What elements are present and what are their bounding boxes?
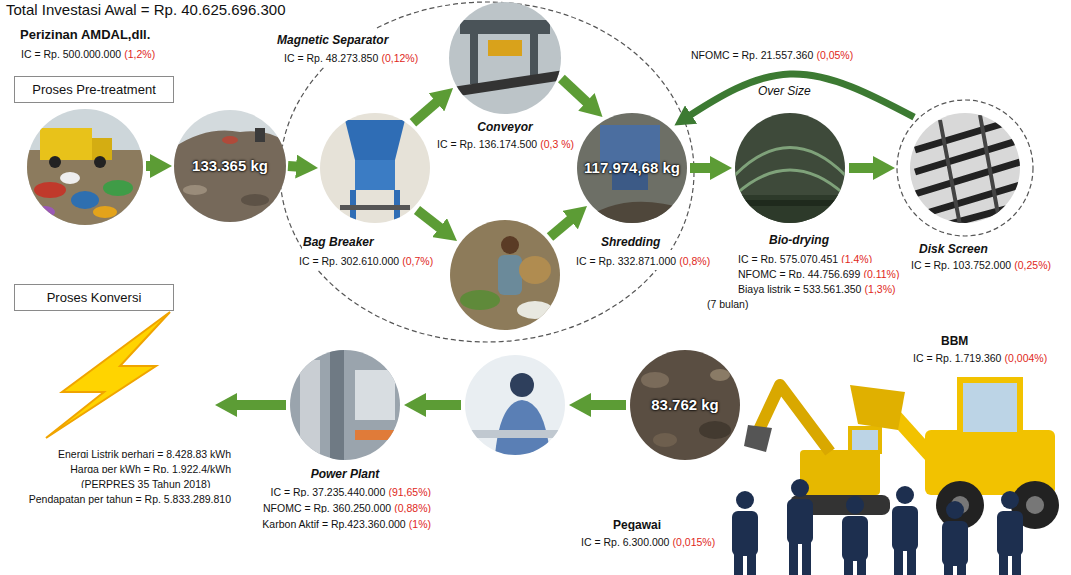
process-circle: 83.762 kg (630, 350, 740, 460)
flow-arrow (849, 163, 895, 173)
loader-figure (850, 380, 1059, 529)
cost-text: IC = Rp. 302.610.000 (299, 255, 399, 267)
text-line: IC = Rp. 302.610.000(0,7%) (298, 250, 434, 270)
flow-arrow (674, 74, 914, 126)
stage-box: Proses Konversi (14, 284, 174, 311)
cost-text: IC = Rp. 136.174.500 (437, 138, 537, 150)
cost-share: (0,015%) (673, 536, 716, 548)
text-line: Perizinan AMDAL,dll. (19, 24, 151, 44)
stage-box: Proses Pre-treatment (14, 76, 174, 103)
text-line: IC = Rp. 500.000.000(1,2%) (20, 43, 156, 63)
text-line: IC = Rp. 48.273.850(0,12%) (283, 47, 419, 67)
residue-photo (628, 348, 742, 462)
text-line: NFOMC = Rp. 21.557.360(0,05%) (690, 44, 854, 64)
process-circle: Bio-dryingIC = Rp. 575.070.451(1,4%)NFOM… (735, 113, 845, 223)
text-line: Bag Breaker (302, 231, 375, 251)
bag-breaker-photo (318, 111, 432, 225)
step-title: Bio-drying (769, 233, 829, 247)
waste-pile-photo (170, 106, 290, 226)
cost-share: (0,7%) (402, 255, 433, 267)
disk-screen-photo (908, 111, 1022, 228)
note-title: Pegawai (613, 518, 661, 532)
cost-text: IC = Rp. 332.871.000 (576, 255, 676, 267)
step-title: Power Plant (311, 467, 380, 481)
mass-value: 83.762 kg (651, 396, 719, 413)
text-line: Shredding (600, 231, 661, 251)
text-line: Bio-drying (768, 229, 830, 249)
step-title: Magnetic Separator (277, 33, 388, 47)
process-circle: Bag BreakerIC = Rp. 302.610.000(0,7%) (320, 113, 430, 223)
cost-share: (1%) (409, 518, 431, 530)
cost-text: IC = Rp. 103.752.000 (911, 259, 1011, 271)
step-title: Conveyor (477, 120, 532, 134)
flow-arrow (690, 163, 732, 173)
cost-share: (1,3%) (865, 283, 896, 295)
cost-share: (0,3 %) (540, 138, 574, 150)
cost-text: NFOMC = Rp. 21.557.360 (691, 49, 813, 61)
note-title: Perizinan AMDAL,dll. (20, 27, 150, 42)
cost-share: (0,05%) (816, 49, 853, 61)
flow-arrow (288, 166, 318, 168)
mass-value: 133.365 kg (192, 157, 268, 174)
shredder-photo (575, 111, 689, 225)
cost-text: Pendapatan per tahun = Rp. 5.833.289.810 (29, 493, 231, 505)
process-circle: Disk ScreenIC = Rp. 103.752.000(0,25%) (910, 113, 1020, 223)
text-line: 117.974,68 kg (584, 158, 680, 178)
text-line: Power Plant (310, 463, 381, 483)
text-line: IC = Rp. 1.719.360 (0,004%) (912, 347, 1048, 367)
process-circle: Power PlantIC = Rp. 37.235.440.000(91,65… (290, 350, 400, 460)
magnetic-separator-photo (445, 0, 565, 118)
process-circle: 117.974,68 kgShreddingIC = Rp. 332.871.0… (577, 113, 687, 223)
text-line: Magnetic Separator (276, 29, 389, 49)
edge-label: Over Size (757, 84, 812, 99)
cost-share: (0,12%) (381, 52, 418, 64)
cost-text: IC = Rp. 48.273.850 (284, 52, 378, 64)
text-line: 83.762 kg (651, 395, 719, 415)
worker-figures (732, 479, 1023, 575)
cost-text: Karbon Aktif = Rp.423.360.000 (262, 518, 405, 530)
text-line: (7 bulan) (706, 293, 749, 313)
text-line: IC = Rp. 103.752.000(0,25%) (910, 254, 1052, 274)
text-line: IC = Rp. 6.300.000 (0,015%) (580, 531, 716, 551)
flow-arrow (413, 88, 453, 123)
cost-share: (0,004%) (1005, 352, 1048, 364)
text-line: Karbon Aktif = Rp.423.360.000 (1%) (261, 513, 432, 533)
step-title: Bag Breaker (303, 235, 374, 249)
step-title: Shredding (601, 235, 660, 249)
cost-text: Biaya listrik = 533.561.350 (738, 283, 861, 295)
electricity-bolt (46, 312, 170, 438)
text-line: Biaya listrik = 533.561.350 (1,3%) (737, 278, 897, 298)
screen-region (897, 100, 1033, 236)
text-line: Pendapatan per tahun = Rp. 5.833.289.810 (28, 488, 232, 508)
diagram-title: Total Investasi Awal = Rp. 40.625.696.30… (5, 1, 287, 19)
mass-value: 117.974,68 kg (584, 159, 680, 176)
power-plant-photo (288, 348, 402, 462)
cost-text: IC = Rp. 6.300.000 (581, 536, 669, 548)
laboratory-photo (463, 353, 567, 457)
cost-text: (7 bulan) (707, 298, 748, 310)
text-line: IC = Rp. 136.174.500(0,3 %) (436, 133, 575, 153)
stage-title: Proses Konversi (47, 290, 142, 305)
process-circle: Magnetic SeparatorIC = Rp. 48.273.850(0,… (449, 2, 561, 114)
cost-share: (1,2%) (124, 48, 155, 60)
process-circle: 133.365 kg (174, 110, 286, 222)
text-line: IC = Rp. 332.871.000(0,8%) (575, 250, 711, 270)
cost-share: (0,8%) (679, 255, 710, 267)
bio-drying-photo (733, 111, 847, 225)
flow-arrow (146, 166, 626, 405)
cost-share: (0,25%) (1014, 259, 1051, 271)
flow-arrow (561, 79, 602, 117)
cost-text: IC = Rp. 500.000.000 (21, 48, 121, 60)
note-title: BBM (941, 334, 968, 348)
manual-sorting-photo (448, 218, 562, 332)
stage-title: Proses Pre-treatment (32, 82, 156, 97)
cost-text: IC = Rp. 1.719.360 (913, 352, 1001, 364)
collection-photo (25, 107, 145, 227)
text-line: 133.365 kg (192, 156, 268, 176)
